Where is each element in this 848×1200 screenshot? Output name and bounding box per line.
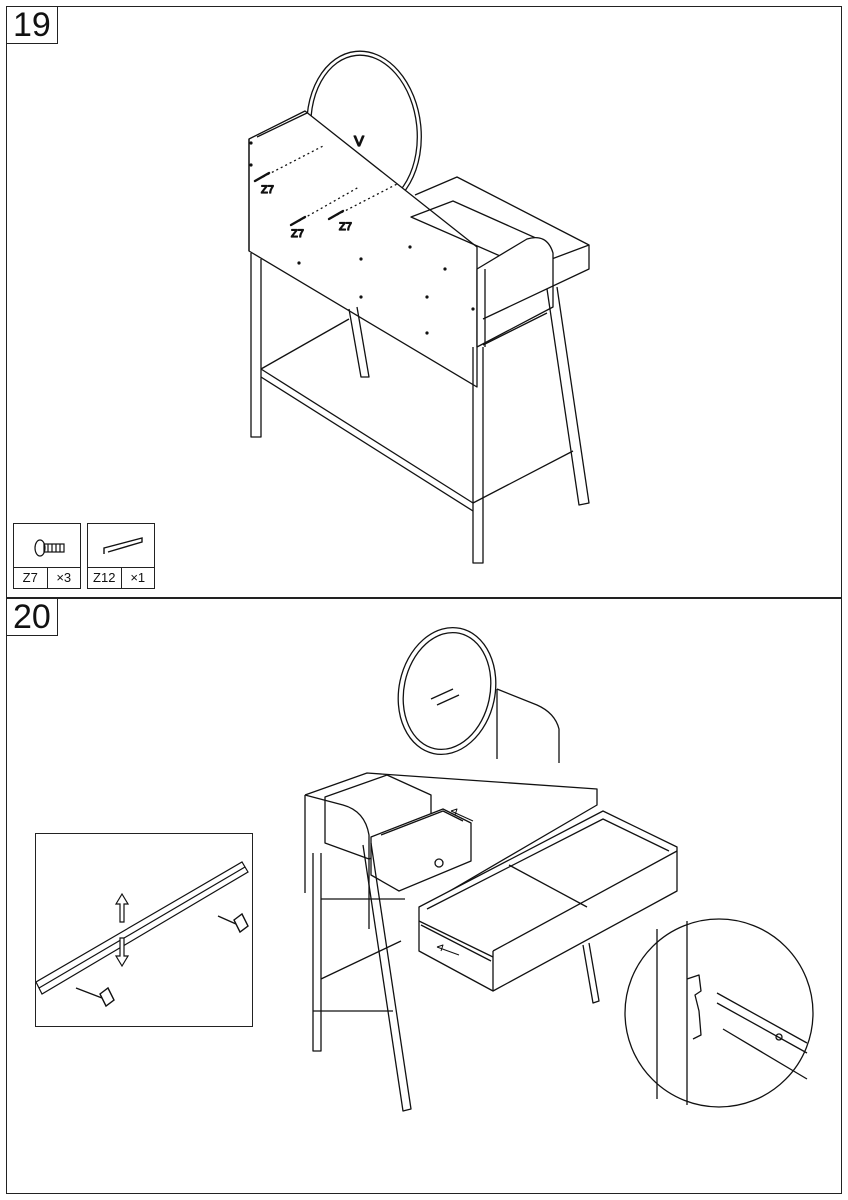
screw-icon (34, 539, 65, 557)
screw-label: Z7 (291, 228, 304, 240)
hardware-item-z12: Z12 ×1 (87, 523, 155, 589)
screw-label: Z7 (339, 221, 352, 233)
step-19-illustration: V Z7 Z7 Z7 (248, 50, 590, 564)
mirror (397, 626, 497, 756)
screw-label: Z7 (261, 184, 274, 196)
hardware-code: Z7 (14, 568, 48, 588)
drawer-insert-arrow (450, 808, 474, 822)
hardware-qty: ×1 (130, 570, 146, 585)
hardware-code: Z12 (88, 568, 122, 588)
drawer-slide-rail (418, 920, 494, 962)
drawer-slide-arrow (436, 944, 460, 956)
rail-hook-detail (624, 918, 814, 1108)
panel-holes (249, 141, 475, 335)
hardware-item-z7: Z7 ×3 (13, 523, 81, 589)
step-number: 20 (7, 599, 58, 636)
main-drawer (418, 810, 678, 992)
step-20-panel: 20 (6, 598, 842, 1194)
side-panel (476, 236, 554, 348)
arrow-up-icon (114, 892, 130, 923)
hardware-qty: ×3 (56, 570, 72, 585)
screw-icon (253, 171, 345, 227)
screw-guides (262, 144, 400, 222)
arrow-down-icon (114, 937, 130, 968)
step-20-illustration (304, 626, 814, 1112)
rail-screw-detail (35, 833, 253, 1027)
step-19-panel: 19 (6, 6, 842, 598)
allen-key-icon (103, 537, 143, 554)
knob-icon (434, 858, 444, 868)
screw-icon (75, 912, 249, 1008)
part-label-v: V (354, 133, 364, 150)
step-number: 19 (7, 7, 58, 44)
